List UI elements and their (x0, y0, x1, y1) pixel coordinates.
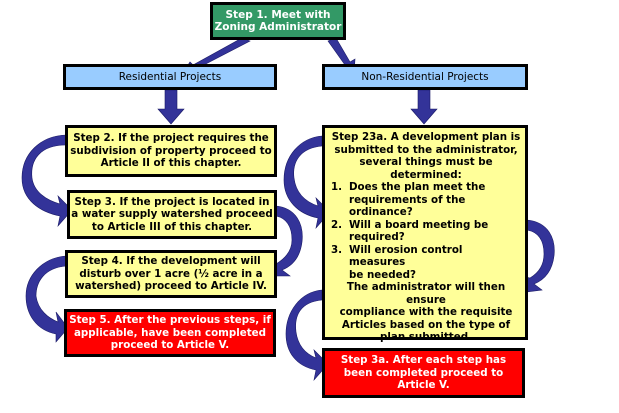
question-line: Will a board meeting be (349, 218, 489, 231)
question-line: requirements of the (349, 193, 466, 206)
start-line-2: Zoning Administrator (214, 21, 342, 33)
question-number: 1. (331, 181, 343, 193)
question-line: required? (349, 231, 405, 243)
step4-line: watershed) proceed to Article IV. (75, 280, 267, 293)
step23a-outro: The administrator will then ensure compl… (331, 281, 521, 344)
step3-line: to Article III of this chapter. (91, 220, 253, 233)
step2-line: Article II of this chapter. (100, 157, 242, 170)
step4-box: Step 4. If the development will disturb … (65, 250, 277, 298)
step4-to-step5-arrow (25, 255, 69, 343)
step2-line: Step 2. If the project requires the (73, 132, 269, 145)
step3-line: Step 3. If the project is located in a (71, 195, 270, 221)
question-line: Will erosion control measures (349, 243, 463, 269)
step3a-line: been completed proceed to (343, 366, 504, 379)
step3-box: Step 3. If the project is located in a w… (67, 190, 277, 239)
step23a-outro-line: Articles based on the type of (341, 318, 511, 331)
step5-line: Step 5. After the previous steps, if (69, 314, 271, 327)
step2-line: subdivision of property proceed to (70, 144, 272, 157)
step23a-question: 3. Will erosion control measures be need… (331, 244, 521, 282)
question-line: Does the plan meet the (349, 181, 486, 193)
residential-projects-label: Residential Projects (118, 70, 222, 83)
residential-projects-box: Residential Projects (63, 64, 277, 90)
step23a-intro-line: determined: (390, 168, 462, 181)
step5-line: applicable, have been completed (73, 326, 267, 339)
step3a-line: Article V. (397, 379, 450, 392)
step23a-outro-line: compliance with the requisite (339, 306, 513, 318)
non-residential-projects-label: Non-Residential Projects (361, 70, 489, 83)
step23a-box: Step 23a. A development plan is submitte… (322, 125, 528, 343)
residential-to-step2-arrow (157, 89, 185, 125)
step3-line: water supply watershed proceed (81, 208, 273, 221)
step4-line: Step 4. If the development will (81, 255, 261, 268)
step3a-line: Step 3a. After each step has (340, 354, 507, 367)
question-number: 2. (331, 218, 343, 231)
step5-box: Step 5. After the previous steps, if app… (64, 309, 276, 357)
step23a-question: 1. Does the plan meet the requirements o… (331, 181, 521, 219)
step23a-outro-line: The administrator will then ensure (346, 281, 506, 306)
non-residential-to-step23a-arrow (410, 89, 438, 125)
step3a-box: Step 3a. After each step has been comple… (322, 348, 525, 398)
step23a-intro: Step 23a. A development plan is submitte… (331, 131, 521, 181)
step23a-intro-line: submitted to the administrator, (334, 143, 518, 156)
step23a-question: 2. Will a board meeting be required? (331, 219, 521, 244)
step23a-intro-line: several things must be (359, 156, 493, 168)
question-line: be needed? (349, 268, 416, 281)
step23a-outro-line: plan submitted. (380, 331, 472, 343)
non-residential-projects-box: Non-Residential Projects (322, 64, 528, 90)
step23a-question-list: 1. Does the plan meet the requirements o… (331, 181, 521, 281)
step23a-intro-line: Step 23a. A development plan is (331, 131, 521, 143)
step5-line: proceed to Article V. (110, 339, 230, 352)
step2-box: Step 2. If the project requires the subd… (65, 125, 277, 177)
step4-line: disturb over 1 acre (½ acre in a (79, 267, 263, 280)
start-line-1: Step 1. Meet with (225, 8, 331, 21)
question-line: ordinance? (349, 206, 413, 218)
start-box-step1: Step 1. Meet with Zoning Administrator (210, 2, 346, 40)
question-number: 3. (331, 243, 343, 256)
